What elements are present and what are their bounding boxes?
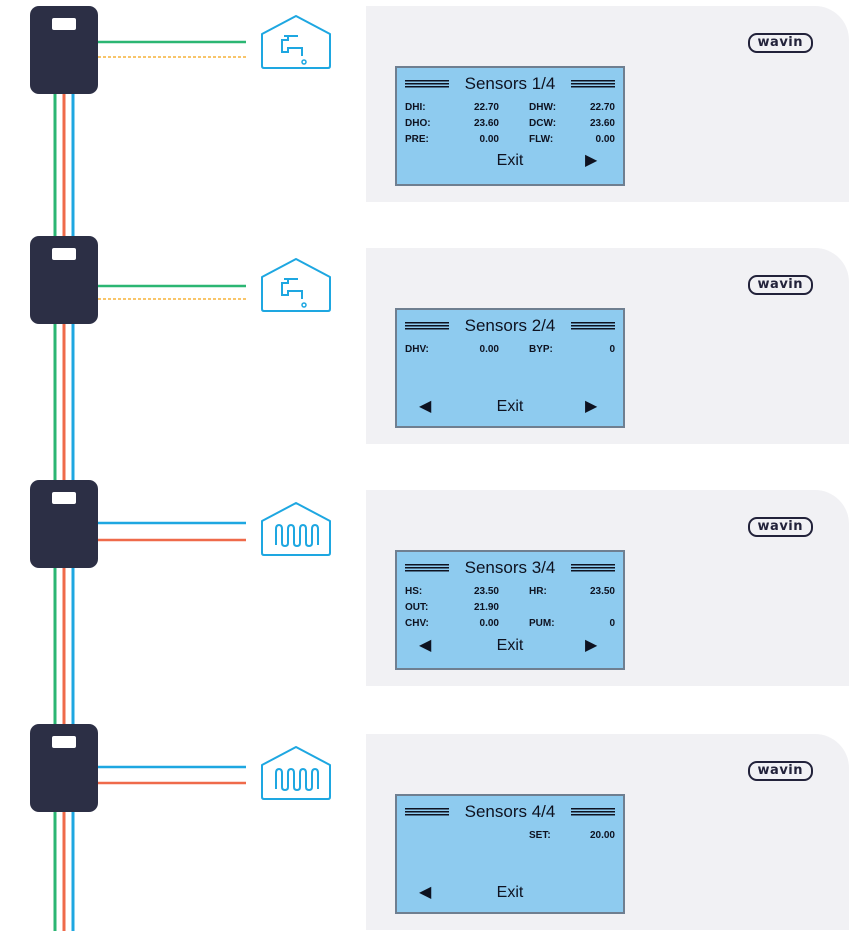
sensor-label: OUT: — [405, 602, 429, 613]
sensor-value: 22.70 — [589, 102, 615, 113]
sensor-label: DHW: — [529, 102, 557, 113]
sensor-label: BYP: — [529, 344, 553, 355]
sensor-label: DCW: — [529, 118, 557, 129]
sensor-value: 23.60 — [589, 118, 615, 129]
wavin-logo: wavin — [747, 33, 813, 53]
controller-panel: wavin Sensors 3/4 HS: 23.50 HR: 23.50 OU… — [366, 490, 849, 686]
sensor-value: 22.70 — [473, 102, 499, 113]
lcd-screen: Sensors 1/4 DHI: 22.70 DHW: 22.70 DHO: 2… — [395, 66, 625, 186]
sensor-value: 0 — [609, 618, 615, 629]
unit-display-window — [52, 492, 76, 504]
controller-panel: wavin Sensors 2/4 DHV: 0.00 BYP: 0 ◀ Exi… — [366, 248, 849, 444]
lcd-screen: Sensors 4/4 SET: 20.00 ◀ Exit — [395, 794, 625, 914]
sensor-value: 23.50 — [589, 586, 615, 597]
sensor-value: 23.60 — [473, 118, 499, 129]
sensor-label: SET: — [529, 830, 551, 841]
sensor-label: CHV: — [405, 618, 429, 629]
sensor-label: DHV: — [405, 344, 429, 355]
title-bars-left — [405, 322, 449, 330]
sensor-label: HS: — [405, 586, 423, 597]
sensor-value: 0.00 — [479, 134, 499, 145]
sensor-label: PUM: — [529, 618, 555, 629]
exit-button[interactable]: Exit — [496, 398, 524, 415]
next-arrow[interactable]: ▶ — [585, 637, 598, 654]
exit-button[interactable]: Exit — [496, 152, 524, 169]
next-arrow[interactable]: ▶ — [585, 152, 598, 169]
screen-title: Sensors 2/4 — [464, 316, 556, 335]
screen-title: Sensors 1/4 — [464, 74, 556, 93]
tap-house-icon — [261, 15, 331, 69]
heat-interface-unit — [30, 236, 98, 324]
sensor-label: PRE: — [405, 134, 429, 145]
unit-display-window — [52, 248, 76, 260]
lcd-screen: Sensors 3/4 HS: 23.50 HR: 23.50 OUT: 21.… — [395, 550, 625, 670]
title-bars-right — [571, 80, 615, 88]
title-bars-left — [405, 808, 449, 816]
title-bars-right — [571, 322, 615, 330]
sensor-label: FLW: — [529, 134, 554, 145]
title-bars-left — [405, 80, 449, 88]
wavin-logo: wavin — [747, 517, 813, 537]
prev-arrow[interactable]: ◀ — [419, 398, 432, 415]
next-arrow[interactable]: ▶ — [585, 398, 598, 415]
radiator-house-icon — [261, 502, 331, 556]
exit-button[interactable]: Exit — [496, 884, 524, 901]
controller-panel: wavin Sensors 4/4 SET: 20.00 ◀ Exit — [366, 734, 849, 930]
sensor-value: 0.00 — [479, 344, 499, 355]
lcd-screen: Sensors 2/4 DHV: 0.00 BYP: 0 ◀ Exit ▶ — [395, 308, 625, 428]
title-bars-right — [571, 808, 615, 816]
wavin-logo: wavin — [747, 761, 813, 781]
sensor-value: 20.00 — [589, 830, 615, 841]
radiator-house-icon — [261, 746, 331, 800]
sensor-value: 0.00 — [595, 134, 615, 145]
sensor-value: 0 — [609, 344, 615, 355]
screen-title: Sensors 4/4 — [464, 802, 556, 821]
sensor-label: DHI: — [405, 102, 426, 113]
heat-interface-unit — [30, 480, 98, 568]
unit-display-window — [52, 736, 76, 748]
exit-button[interactable]: Exit — [496, 637, 524, 654]
screen-title: Sensors 3/4 — [464, 558, 556, 577]
heat-interface-unit — [30, 6, 98, 94]
wavin-logo: wavin — [747, 275, 813, 295]
prev-arrow[interactable]: ◀ — [419, 884, 432, 901]
sensor-value: 0.00 — [479, 618, 499, 629]
title-bars-right — [571, 564, 615, 572]
sensor-value: 23.50 — [473, 586, 499, 597]
title-bars-left — [405, 564, 449, 572]
prev-arrow[interactable]: ◀ — [419, 637, 432, 654]
sensor-label: DHO: — [405, 118, 431, 129]
sensor-label: HR: — [529, 586, 547, 597]
controller-panel: wavin Sensors 1/4 DHI: 22.70 DHW: 22.70 … — [366, 6, 849, 202]
unit-display-window — [52, 18, 76, 30]
tap-house-icon — [261, 258, 331, 312]
heat-interface-unit — [30, 724, 98, 812]
sensor-value: 21.90 — [473, 602, 499, 613]
